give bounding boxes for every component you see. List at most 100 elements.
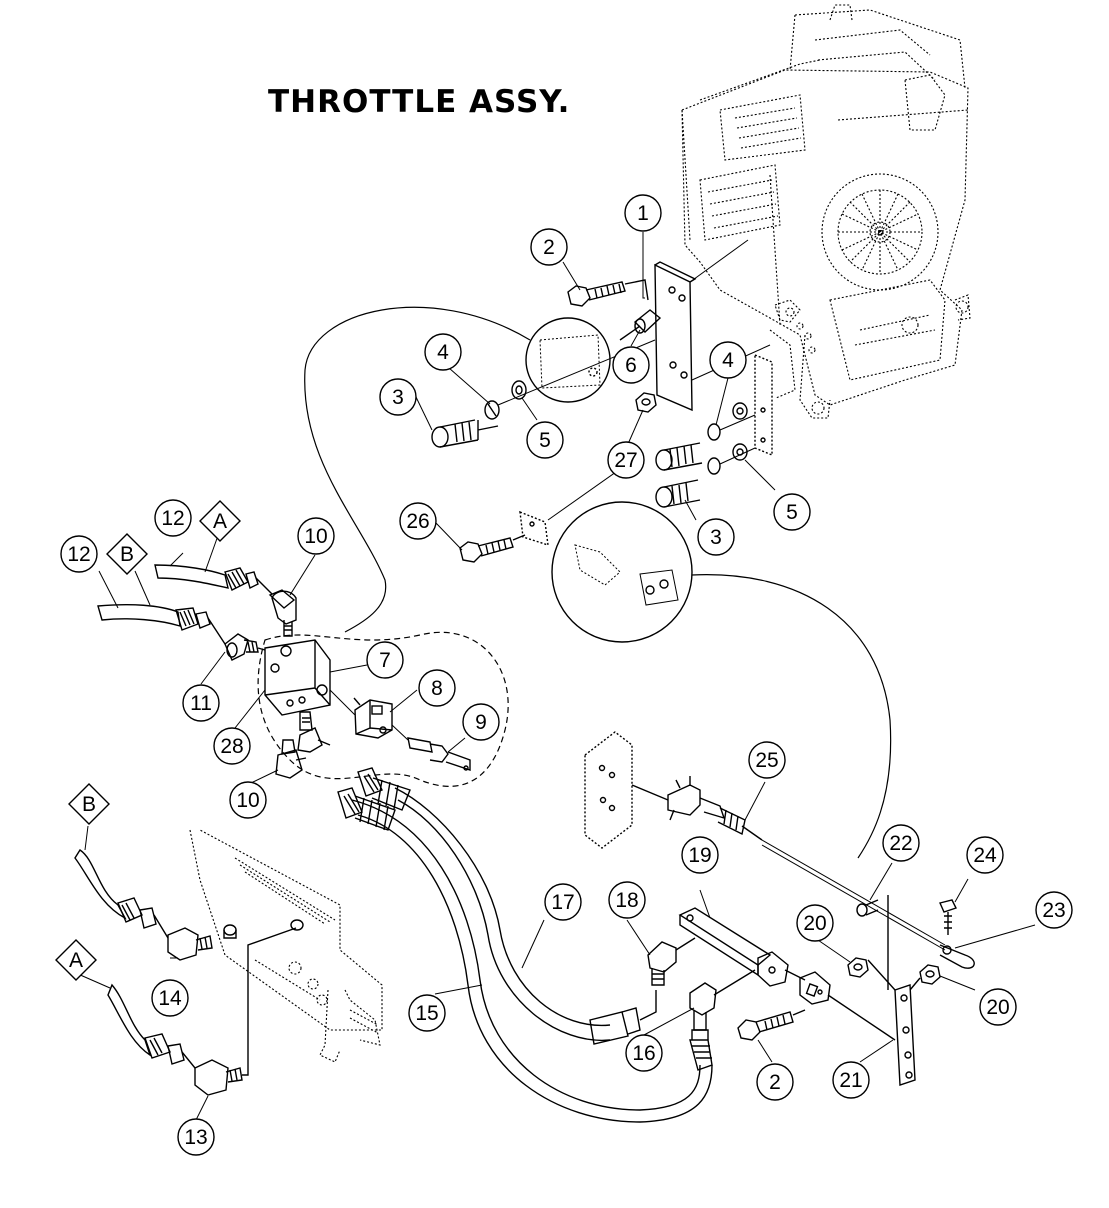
callout-5: 5 [773, 493, 811, 531]
callout-3: 3 [379, 378, 417, 416]
callout-label: 6 [625, 354, 637, 377]
plate-26 [519, 510, 549, 547]
callout-18: 18 [608, 881, 646, 919]
bracket-21 [867, 895, 921, 1086]
callout-20: 20 [796, 904, 834, 942]
washer-4-right-upper [707, 423, 721, 441]
callout-5: 5 [526, 421, 564, 459]
cylinder-19 [678, 907, 896, 1041]
callout-label: 5 [786, 501, 798, 524]
elbow-13 [194, 919, 304, 1096]
hose-15 [337, 787, 713, 1123]
washer-4-right-lower [707, 457, 721, 475]
callout-label: 20 [803, 912, 826, 935]
callout-12: 12 [60, 535, 98, 573]
elbow-14 [167, 924, 237, 961]
washer-5-right-upper [732, 402, 748, 420]
elbow-10-lower-b [297, 711, 331, 753]
screw-24 [939, 899, 957, 935]
callout-9: 9 [462, 703, 500, 741]
callout-12: 12 [154, 499, 192, 537]
reference-label: A [69, 949, 83, 972]
reference-marker-a: A [199, 500, 241, 542]
elbow-10-lower-a [275, 739, 307, 779]
callout-6: 6 [612, 346, 650, 384]
reference-marker-b: B [106, 533, 148, 575]
callout-label: 16 [632, 1042, 655, 1065]
callout-label: 3 [392, 386, 404, 409]
leader-curve-lower [691, 574, 892, 859]
link-23 [939, 944, 975, 969]
screw-3-right-upper [655, 442, 703, 471]
nut-27 [635, 392, 657, 413]
cable-25 [631, 776, 946, 951]
callout-label: 21 [839, 1069, 862, 1092]
callout-label: 26 [406, 510, 429, 533]
callout-10: 10 [229, 781, 267, 819]
reference-label: B [82, 793, 96, 816]
diagram-title: THROTTLE ASSY. [268, 84, 571, 120]
engine-outline [681, 4, 971, 419]
callout-label: 28 [220, 735, 243, 758]
callout-label: 20 [986, 996, 1009, 1019]
callout-11: 11 [182, 684, 220, 722]
callout-19: 19 [681, 836, 719, 874]
callout-label: 4 [722, 349, 734, 372]
elbow-16 [689, 969, 756, 1031]
leader-curve-upper [304, 306, 531, 633]
callout-label: 10 [304, 525, 327, 548]
callout-21: 21 [832, 1061, 870, 1099]
callout-label: 2 [769, 1071, 781, 1094]
valve-block-7 [264, 639, 331, 716]
callout-label: 8 [431, 677, 443, 700]
hose-12a [154, 564, 273, 595]
reference-marker-a: A [55, 939, 97, 981]
callout-17: 17 [544, 883, 582, 921]
callout-label: 12 [161, 507, 184, 530]
callout-label: 18 [615, 889, 638, 912]
callout-label: 17 [551, 891, 574, 914]
callout-label: 24 [973, 844, 997, 867]
callout-24: 24 [966, 836, 1004, 874]
elbow-10-upper [268, 589, 297, 637]
clamp-22 [856, 899, 879, 917]
detail-circle-upper [525, 317, 611, 403]
detail-circle-lower [551, 501, 693, 643]
screw-3-right-lower [655, 479, 701, 508]
switch-8 [353, 697, 393, 739]
bolt-2-lower [737, 1009, 806, 1041]
callout-8: 8 [418, 669, 456, 707]
reference-label: A [213, 510, 227, 533]
callout-label: 4 [437, 341, 449, 364]
screw-3-left [431, 419, 499, 448]
chassis-outline [189, 829, 383, 1063]
callout-label: 7 [379, 649, 391, 672]
callout-label: 15 [415, 1002, 438, 1025]
hose-b-lower [74, 849, 169, 939]
callout-2: 2 [530, 228, 568, 266]
callout-label: 27 [614, 449, 637, 472]
washer-4-left [484, 400, 500, 420]
callout-label: 10 [236, 789, 259, 812]
fitting-11 [224, 633, 266, 661]
callout-label: 12 [67, 543, 90, 566]
callout-7: 7 [366, 641, 404, 679]
callout-label: 1 [637, 202, 649, 225]
callout-1: 1 [624, 194, 662, 232]
bolt-2-upper [567, 279, 649, 307]
callout-label: 5 [539, 429, 551, 452]
mount-plate-25 [584, 731, 633, 849]
rod-9 [407, 737, 471, 771]
callout-label: 2 [543, 236, 555, 259]
mounting-bracket [654, 261, 697, 412]
callout-4: 4 [709, 341, 747, 379]
washer-5-left [511, 380, 527, 400]
callout-10: 10 [297, 517, 335, 555]
callout-20: 20 [979, 988, 1017, 1026]
hose-12b [97, 603, 226, 645]
callout-label: 11 [190, 692, 212, 715]
callout-13: 13 [177, 1118, 215, 1156]
